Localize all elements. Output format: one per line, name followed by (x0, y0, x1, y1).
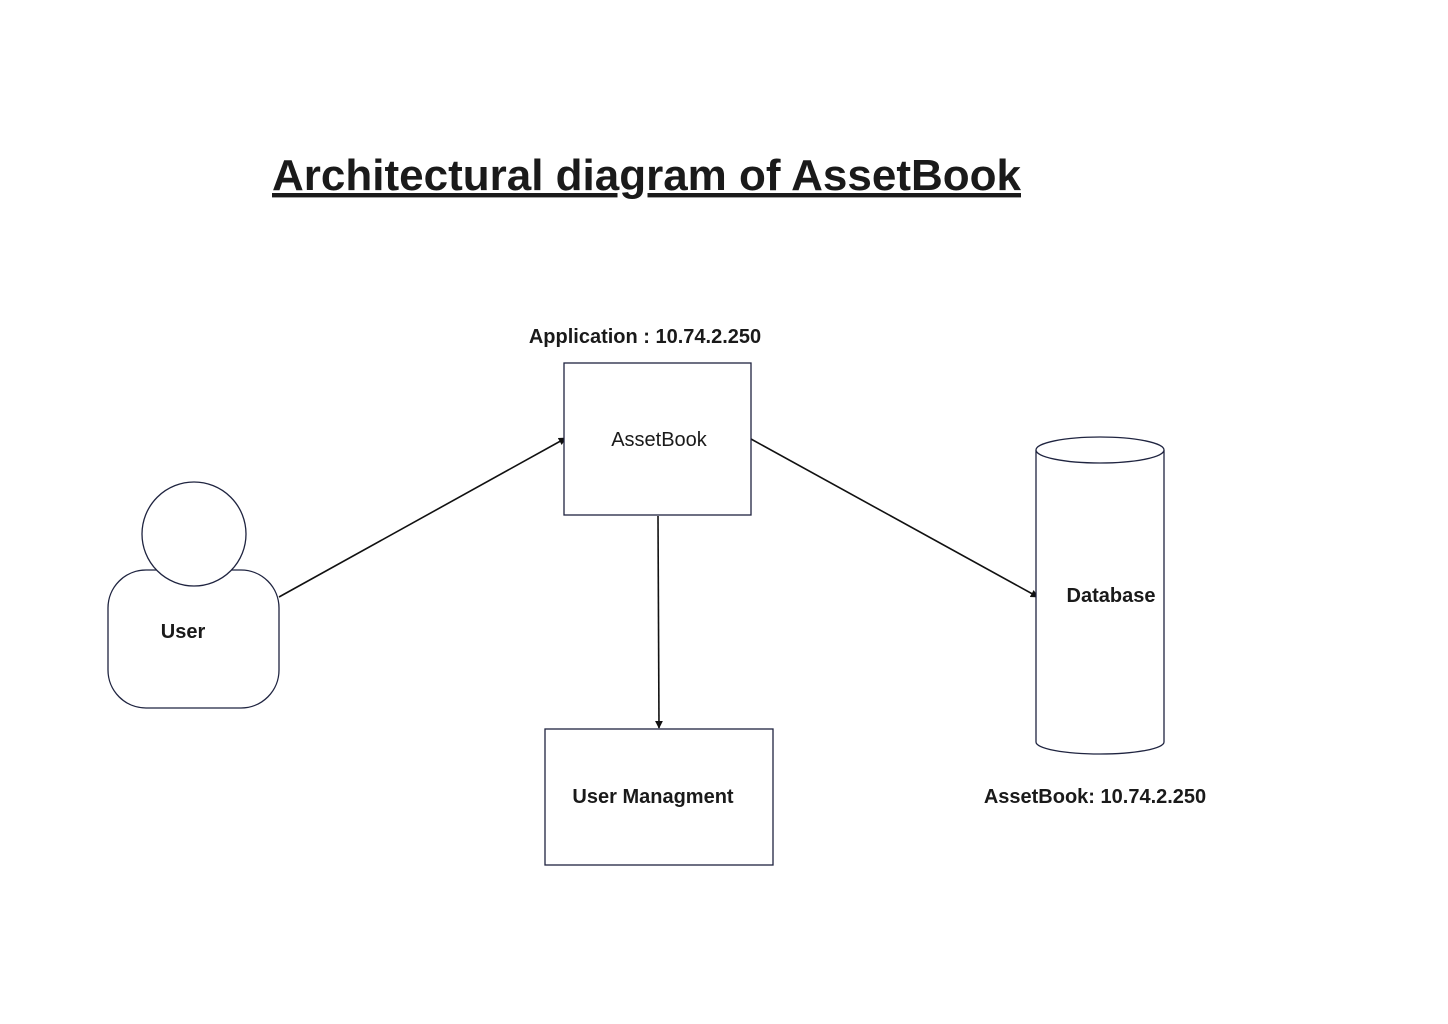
database-caption: AssetBook: 10.74.2.250 (984, 786, 1206, 808)
edge-user-to-application (278, 437, 567, 598)
edge-application-to-user-management (654, 515, 663, 729)
user-management-node: User Managment (544, 728, 774, 866)
user-head-shape (141, 481, 247, 587)
application-box (563, 362, 752, 516)
application-caption: Application : 10.74.2.250 (529, 326, 761, 348)
database-node: Database AssetBook: 10.74.2.250 (984, 436, 1206, 808)
user-node: User (107, 481, 280, 709)
database-cylinder-top (1035, 436, 1165, 464)
application-node: Application : 10.74.2.250 AssetBook (529, 326, 761, 516)
database-cylinder-body (1035, 450, 1165, 755)
database-label: Database (1067, 585, 1156, 607)
user-label: User (161, 621, 206, 643)
user-management-label: User Managment (572, 786, 733, 808)
user-management-box (544, 728, 774, 866)
application-label: AssetBook (611, 429, 708, 451)
diagram-title: Architectural diagram of AssetBook (272, 151, 1022, 200)
edge-application-to-database (750, 438, 1039, 598)
